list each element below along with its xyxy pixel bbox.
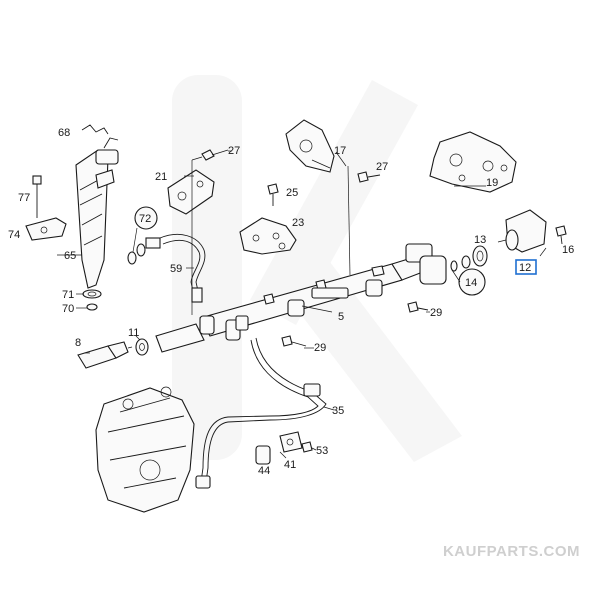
bolt-77 xyxy=(32,175,42,218)
clamp-74 xyxy=(25,217,67,241)
seal-70 xyxy=(86,303,98,311)
bracket-17 xyxy=(285,119,335,173)
callout-12-highlight[interactable]: 12 xyxy=(515,259,537,275)
seal-13 xyxy=(450,245,488,272)
sleeve-44 xyxy=(255,445,271,465)
callout-70: 70 xyxy=(62,303,74,315)
callout-labels: 68 77 74 65 71 70 8 11 72 59 21 27 25 23… xyxy=(8,127,574,477)
clamp-41 xyxy=(279,431,303,453)
callout-27-upper: 27 xyxy=(228,145,240,157)
callout-29-right: 29 xyxy=(430,307,442,319)
hp-line-35 xyxy=(195,337,327,489)
nut-53 xyxy=(301,441,313,453)
callout-44: 44 xyxy=(258,465,270,477)
callout-72: 72 xyxy=(139,213,151,225)
leader-lines xyxy=(57,150,547,459)
bolt-27-upper xyxy=(201,149,229,161)
pressure-sensor-8 xyxy=(77,341,133,369)
callout-14: 14 xyxy=(465,277,477,289)
callout-16: 16 xyxy=(562,244,574,256)
watermark-logo xyxy=(172,75,462,462)
callout-41: 41 xyxy=(284,459,296,471)
callout-65: 65 xyxy=(64,250,76,262)
highlight-box xyxy=(515,259,537,275)
callout-21: 21 xyxy=(155,171,167,183)
seal-kit-14 xyxy=(458,268,486,296)
pressure-regulator-12 xyxy=(497,209,547,253)
bracket-19 xyxy=(429,131,517,193)
callout-17: 17 xyxy=(334,145,346,157)
bolt-25 xyxy=(267,183,279,206)
fuel-rail-5 xyxy=(199,243,447,337)
screw-29-lower xyxy=(281,335,307,347)
rail-inlet-fittings xyxy=(155,315,249,353)
callout-35: 35 xyxy=(332,405,344,417)
injector xyxy=(75,137,119,289)
callout-29-lower: 29 xyxy=(314,342,326,354)
callout-59: 59 xyxy=(170,263,182,275)
callout-77: 77 xyxy=(18,192,30,204)
screw-16 xyxy=(555,225,567,245)
fitting-72 xyxy=(127,206,158,265)
callout-23: 23 xyxy=(292,217,304,229)
callout-74: 74 xyxy=(8,229,20,241)
callout-8: 8 xyxy=(75,337,81,349)
bolt-27-right xyxy=(357,171,381,183)
callout-71: 71 xyxy=(62,289,74,301)
fuel-line-59 xyxy=(145,234,206,303)
callout-27-right: 27 xyxy=(376,161,388,173)
bracket-23 xyxy=(239,217,297,255)
hp-pump xyxy=(95,386,195,513)
screw-29-right xyxy=(407,301,429,313)
callout-11: 11 xyxy=(128,327,139,339)
callout-12: 12 xyxy=(519,262,531,274)
clip-68 xyxy=(81,124,109,135)
callout-25: 25 xyxy=(286,187,298,199)
callout-5: 5 xyxy=(338,311,344,323)
nut-11 xyxy=(135,338,149,356)
bracket-21 xyxy=(167,169,215,215)
callout-68: 68 xyxy=(58,127,70,139)
washer-71 xyxy=(82,289,102,299)
watermark-text: KAUFPARTS.COM xyxy=(443,543,580,560)
callout-19: 19 xyxy=(486,177,498,189)
callout-13: 13 xyxy=(474,234,486,246)
callout-53: 53 xyxy=(316,445,328,457)
